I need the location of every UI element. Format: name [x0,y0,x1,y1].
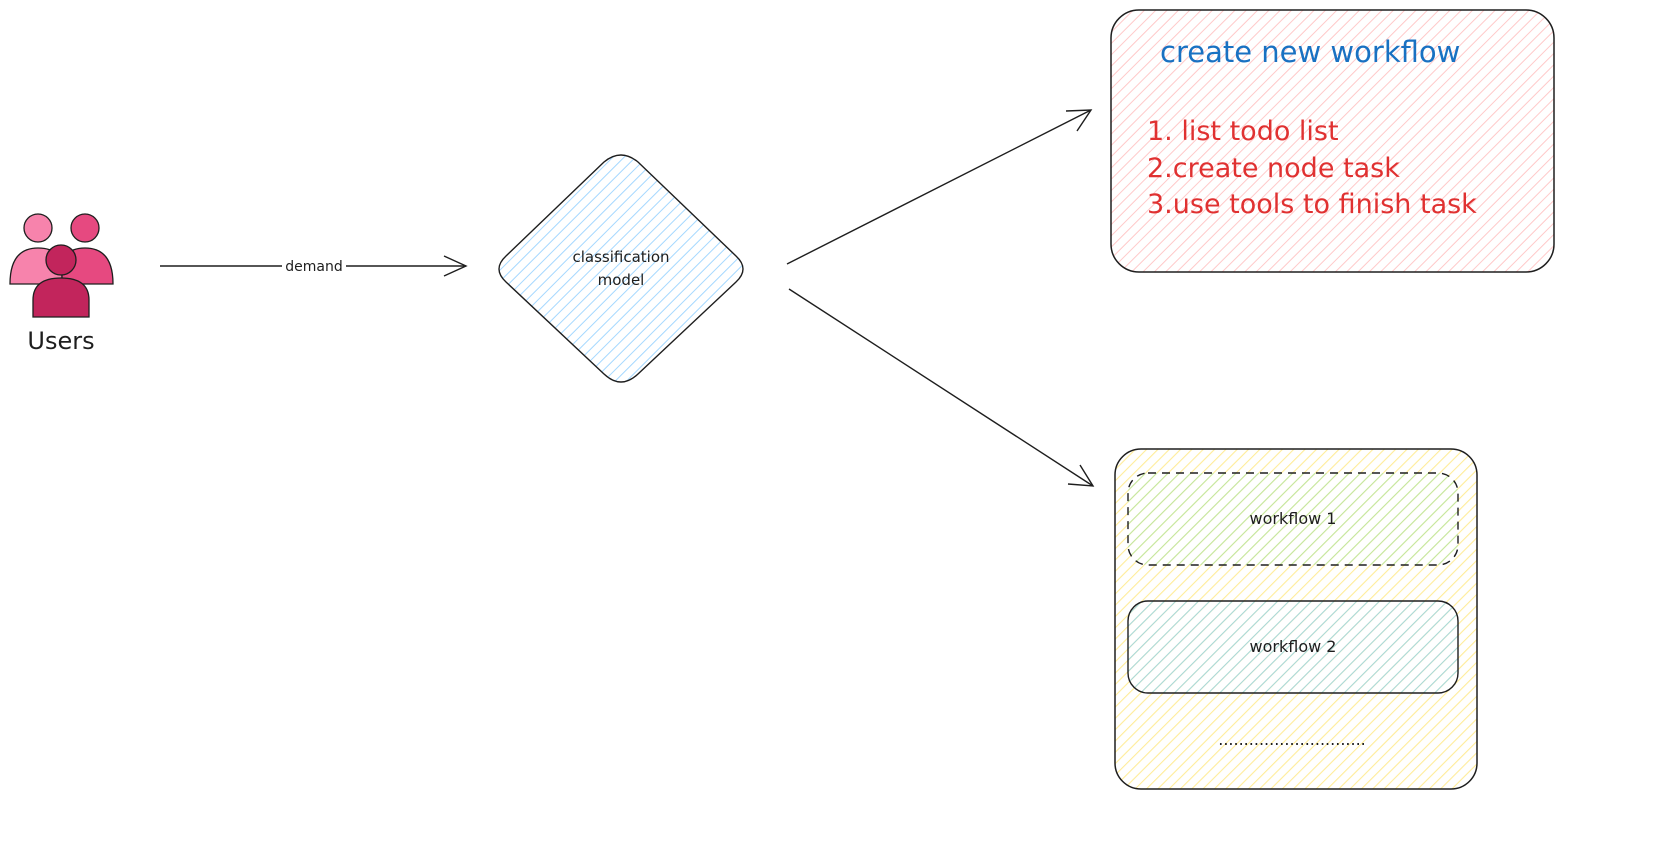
workflow-1-card [1127,472,1459,566]
arrow-to-existing-workflows [788,288,1095,487]
workflow-2-card [1127,600,1459,694]
classification-model-label-line2: model [598,271,645,289]
demand-arrow [160,255,468,277]
more-workflows-ellipsis: ............................. [1218,730,1366,749]
workflow-2-label: workflow 2 [1250,637,1337,656]
new-workflow-box [1110,9,1555,273]
new-workflow-step-3: 3.use tools to finish task [1147,189,1477,220]
new-workflow-step-2: 2.create node task [1147,153,1400,184]
arrow-to-new-workflow [786,109,1093,265]
users-group-icon [9,213,114,318]
workflow-1-label: workflow 1 [1250,509,1337,528]
new-workflow-step-1: 1. list todo list [1147,116,1339,147]
users-label: Users [27,327,94,355]
classification-model-label-line1: classification [572,248,669,266]
classification-model-node [498,154,744,383]
demand-arrow-label: demand [285,259,342,275]
new-workflow-title: create new workflow [1160,35,1460,69]
